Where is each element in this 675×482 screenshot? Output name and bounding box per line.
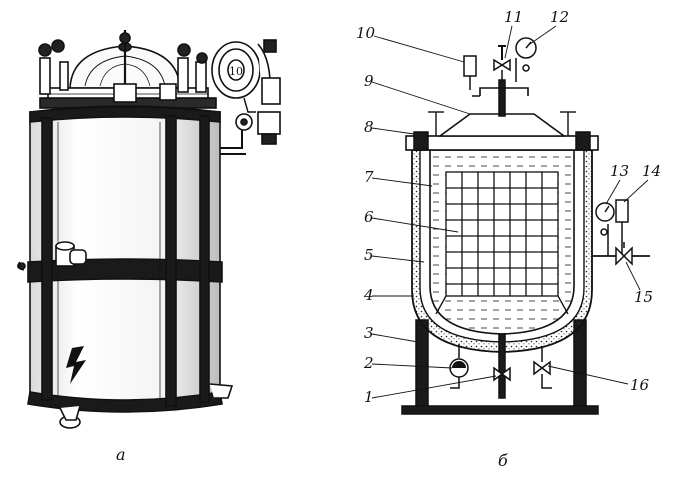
top-valve-icon (493, 58, 511, 72)
callout-11: 11 (504, 8, 523, 26)
callout-9: 9 (364, 72, 374, 90)
callout-4: 4 (363, 286, 374, 304)
svg-text:10: 10 (229, 65, 243, 78)
sterilization-basket (435, 171, 569, 315)
callout-leaders (371, 25, 649, 399)
pressure-gauge-assembly: 10 (211, 39, 281, 155)
drain-tap-icon (17, 241, 87, 271)
support-leg-right (573, 319, 587, 409)
lid-flange (405, 135, 599, 151)
callout-5: 5 (364, 246, 374, 264)
callout-16: 16 (630, 376, 650, 394)
callout-2: 2 (363, 354, 374, 372)
autoclave-external-view: 10 (17, 30, 281, 429)
callout-12: 12 (550, 8, 569, 26)
callout-7: 7 (364, 168, 374, 186)
autoclave-schematic (401, 37, 650, 415)
callout-6: 6 (364, 208, 374, 226)
callout-1: 1 (364, 388, 374, 406)
safety-valve-icon (463, 55, 477, 77)
callout-labels: 1 2 3 4 5 6 7 8 9 10 11 12 13 14 15 16 (356, 8, 661, 406)
side-safety-valve-icon (615, 199, 629, 223)
support-leg-left (415, 319, 429, 409)
lid-clamp-bolts (38, 39, 208, 103)
callout-8: 8 (364, 118, 374, 136)
side-valve-icon (615, 246, 633, 266)
lightning-icon (66, 346, 86, 384)
chamber-lid (437, 113, 567, 137)
steam-valve-icon (533, 360, 551, 376)
lid-clamp-screws (428, 111, 576, 136)
callout-13: 13 (610, 162, 629, 180)
callout-10: 10 (356, 24, 376, 42)
callout-15: 15 (634, 288, 653, 306)
caption-b: б (498, 451, 508, 470)
callout-14: 14 (642, 162, 661, 180)
caption-a: а (116, 445, 126, 464)
callout-3: 3 (364, 324, 374, 342)
